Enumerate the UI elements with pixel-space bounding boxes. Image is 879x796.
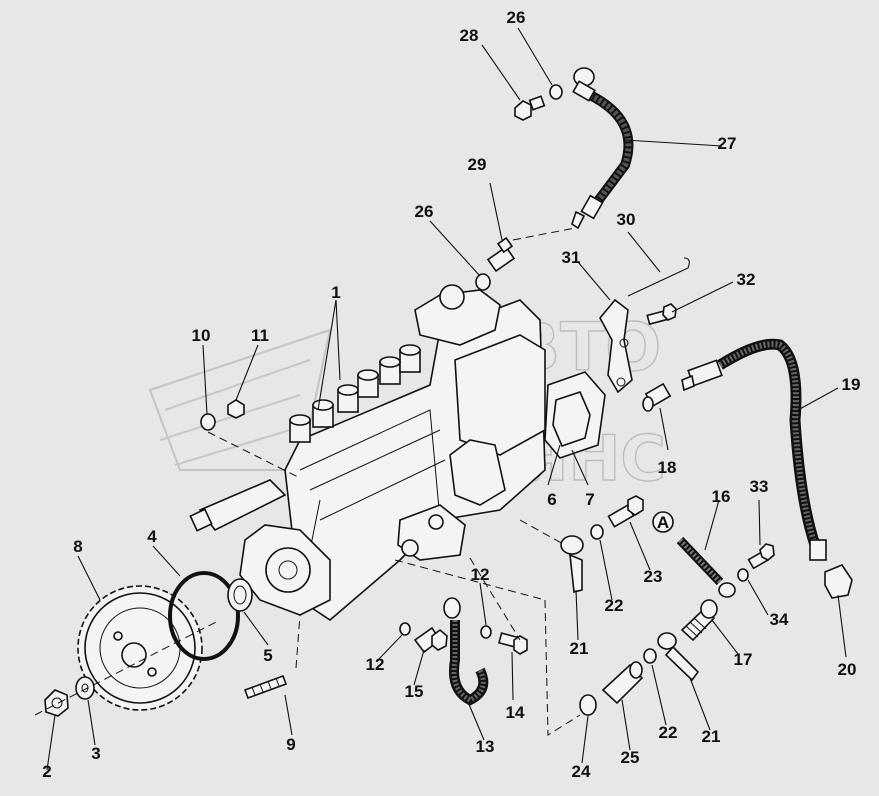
label-18: 18 [658, 458, 677, 477]
label-31: 31 [562, 248, 581, 267]
part-labels: 1 2 3 4 5 6 7 8 9 10 11 12 12 13 14 15 1… [42, 8, 860, 781]
label-15: 15 [405, 682, 424, 701]
label-19: 19 [842, 375, 861, 394]
washer-34 [737, 568, 749, 582]
label-9: 9 [286, 735, 295, 754]
label-12-top: 12 [471, 565, 490, 584]
adapter-25 [601, 661, 644, 705]
label-7: 7 [585, 490, 594, 509]
label-6: 6 [547, 490, 556, 509]
stud [243, 674, 288, 700]
label-30: 30 [617, 210, 636, 229]
label-32: 32 [737, 270, 756, 289]
label-27: 27 [718, 134, 737, 153]
fitting-18 [642, 382, 672, 412]
rod [627, 257, 690, 297]
label-16: 16 [712, 487, 731, 506]
callout-a-circle [652, 511, 674, 533]
washer-12-right [480, 625, 492, 639]
nut-11 [227, 399, 245, 419]
label-1: 1 [331, 283, 340, 302]
washer-10 [200, 413, 216, 431]
washer [75, 676, 95, 700]
label-34: 34 [770, 610, 789, 629]
bolt-14 [497, 632, 528, 655]
label-22-upper: 22 [605, 596, 624, 615]
label-14: 14 [506, 703, 525, 722]
label-25: 25 [621, 748, 640, 767]
leader-lines [46, 27, 847, 771]
label-33: 33 [750, 477, 769, 496]
banjo-21-lower [657, 632, 700, 682]
washer-22-upper [590, 524, 604, 540]
label-5: 5 [263, 646, 272, 665]
seal-ring [227, 578, 253, 612]
label-11: 11 [251, 326, 269, 345]
label-22-lower: 22 [659, 723, 678, 742]
label-10: 10 [192, 326, 211, 345]
label-21-upper: 21 [570, 639, 589, 658]
label-28: 28 [460, 26, 479, 45]
label-29: 29 [468, 155, 487, 174]
fitting-15 [413, 626, 448, 654]
bracket [599, 298, 633, 394]
washer-26-mid [475, 273, 491, 291]
label-20: 20 [838, 660, 857, 679]
spring-16 [676, 536, 736, 598]
fitting-20 [824, 564, 853, 599]
label-4: 4 [147, 527, 157, 546]
banjo-21-upper [560, 535, 584, 593]
valve-17 [680, 599, 718, 642]
hose-19 [681, 338, 827, 561]
banjo-bolt [514, 95, 546, 121]
label-21-lower: 21 [702, 727, 721, 746]
washer-26-top [549, 84, 563, 100]
nut [44, 689, 69, 717]
label-12-left: 12 [366, 655, 385, 674]
label-23: 23 [644, 567, 663, 586]
label-3: 3 [91, 744, 100, 763]
bolt-33 [747, 543, 775, 570]
label-26-mid: 26 [415, 202, 434, 221]
label-13: 13 [476, 737, 495, 756]
washer-24 [579, 694, 597, 716]
callout-a-label: A [657, 513, 669, 532]
washer-12-left [399, 622, 411, 636]
label-17: 17 [734, 650, 753, 669]
fuel-line-top [571, 67, 634, 230]
o-ring [168, 571, 240, 661]
label-24: 24 [572, 762, 591, 781]
washer-22-lower [643, 648, 657, 664]
label-2: 2 [42, 762, 51, 781]
bolt-23 [607, 495, 644, 528]
fitting-29 [486, 236, 516, 273]
injection-pump [189, 284, 606, 622]
bolt-32 [646, 303, 677, 326]
label-26-top: 26 [507, 8, 526, 27]
label-8: 8 [73, 537, 82, 556]
hose-13 [443, 597, 489, 706]
